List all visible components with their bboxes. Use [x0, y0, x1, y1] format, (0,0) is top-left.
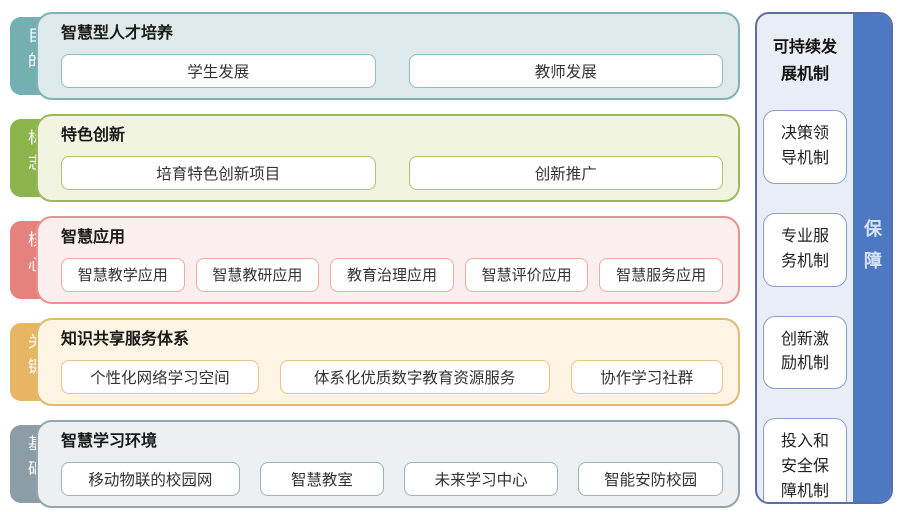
row-purpose: 目的 智慧型人才培养 学生发展 教师发展 — [10, 12, 740, 100]
item-box: 教育治理应用 — [330, 257, 454, 292]
row-core: 核心 智慧应用 智慧教学应用 智慧教研应用 教育治理应用 智慧评价应用 智慧服务… — [10, 216, 740, 304]
row-key: 关键 知识共享服务体系 个性化网络学习空间 体系化优质数字教育资源服务 协作学习… — [10, 318, 740, 406]
item-box: 学生发展 — [61, 53, 376, 88]
item-box: 智慧评价应用 — [464, 257, 589, 292]
item-box: 智慧服务应用 — [599, 257, 723, 292]
mechanism-box: 决策领导机制 — [763, 110, 847, 184]
row-core-panel: 智慧应用 智慧教学应用 智慧教研应用 教育治理应用 智慧评价应用 智慧服务应用 — [36, 216, 740, 304]
item-box: 智慧教学应用 — [61, 257, 185, 292]
mechanism-box: 投入和安全保障机制 — [763, 418, 847, 502]
row-hallmark: 标志 特色创新 培育特色创新项目 创新推广 — [10, 114, 740, 202]
row-hallmark-panel: 特色创新 培育特色创新项目 创新推广 — [36, 114, 740, 202]
row-key-panel: 知识共享服务体系 个性化网络学习空间 体系化优质数字教育资源服务 协作学习社群 — [36, 318, 740, 406]
row-key-title: 知识共享服务体系 — [61, 331, 190, 348]
guarantee-strip-label: 保障 — [862, 219, 882, 283]
sustain-panel-main: 可持续发展机制 决策领导机制 专业服务机制 创新激励机制 投入和安全保障机制 — [757, 14, 853, 502]
mechanism-box: 创新激励机制 — [763, 315, 847, 390]
sustain-panel-title: 可持续发展机制 — [772, 39, 837, 84]
item-box: 体系化优质数字教育资源服务 — [279, 359, 550, 394]
item-box: 智能安防校园 — [578, 461, 723, 496]
item-box: 智慧教室 — [259, 461, 385, 496]
item-box: 未来学习中心 — [404, 461, 559, 496]
row-foundation-items: 移动物联的校园网 智慧教室 未来学习中心 智能安防校园 — [61, 461, 723, 496]
row-purpose-items: 学生发展 教师发展 — [61, 53, 723, 88]
item-box: 协作学习社群 — [570, 359, 723, 394]
mechanism-box: 专业服务机制 — [763, 212, 847, 287]
row-foundation-title: 智慧学习环境 — [61, 433, 158, 450]
item-box: 教师发展 — [408, 53, 723, 88]
sustain-panel: 可持续发展机制 决策领导机制 专业服务机制 创新激励机制 投入和安全保障机制 保… — [755, 12, 893, 504]
item-box: 创新推广 — [408, 155, 723, 190]
guarantee-strip: 保障 — [853, 14, 891, 502]
row-purpose-title: 智慧型人才培养 — [61, 25, 174, 42]
row-foundation-panel: 智慧学习环境 移动物联的校园网 智慧教室 未来学习中心 智能安防校园 — [36, 420, 740, 508]
row-core-items: 智慧教学应用 智慧教研应用 教育治理应用 智慧评价应用 智慧服务应用 — [61, 257, 723, 292]
item-box: 培育特色创新项目 — [61, 155, 376, 190]
row-key-items: 个性化网络学习空间 体系化优质数字教育资源服务 协作学习社群 — [61, 359, 723, 394]
row-core-title: 智慧应用 — [61, 229, 126, 246]
row-hallmark-title: 特色创新 — [61, 127, 126, 144]
item-box: 智慧教研应用 — [195, 257, 320, 292]
row-hallmark-items: 培育特色创新项目 创新推广 — [61, 155, 723, 190]
row-purpose-panel: 智慧型人才培养 学生发展 教师发展 — [36, 12, 740, 100]
row-foundation: 基础 智慧学习环境 移动物联的校园网 智慧教室 未来学习中心 智能安防校园 — [10, 420, 740, 508]
item-box: 个性化网络学习空间 — [61, 359, 259, 394]
item-box: 移动物联的校园网 — [61, 461, 240, 496]
